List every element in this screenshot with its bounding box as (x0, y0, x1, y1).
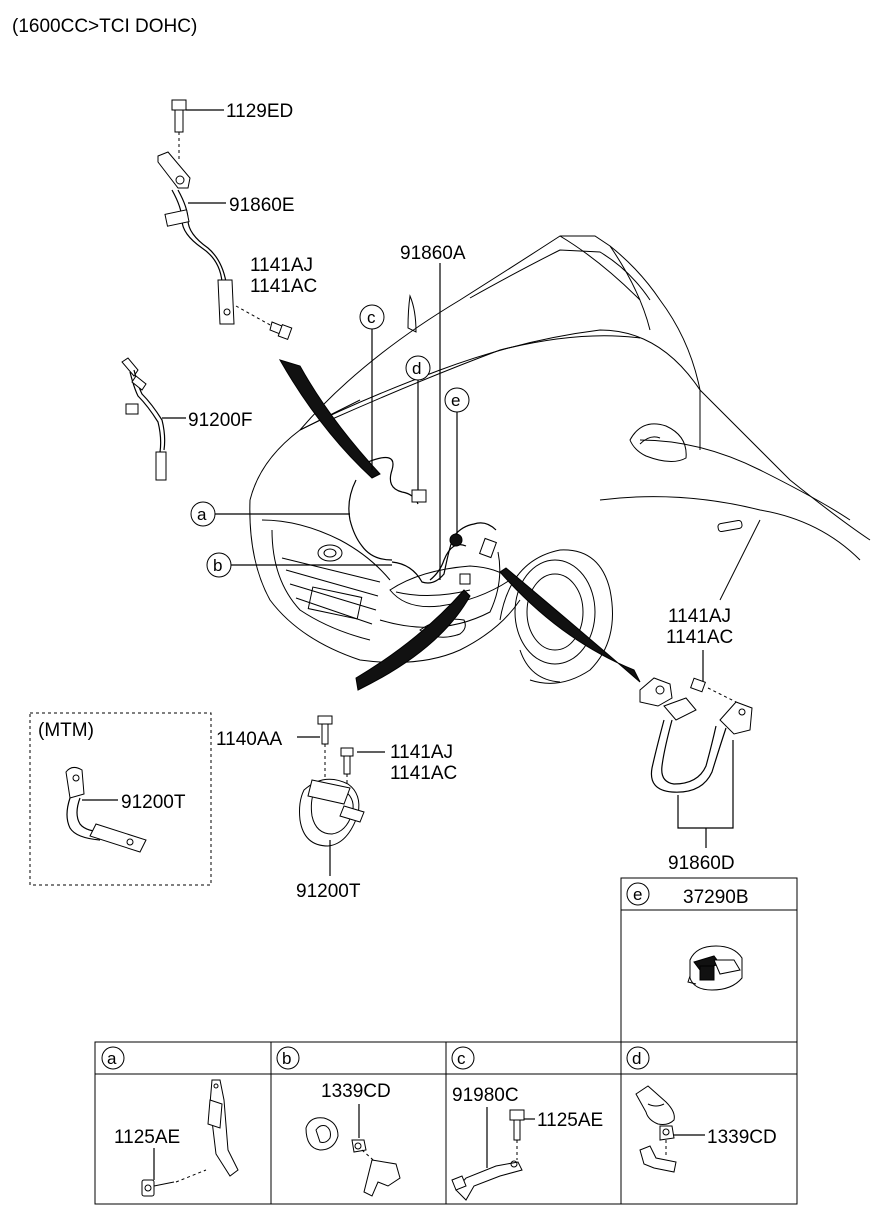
bracket-a-illustration (141, 1079, 239, 1197)
detail-d-part-1339CD: 1339CD (707, 1127, 777, 1148)
callout-1141AC-right: 1141AC (666, 627, 733, 648)
detail-table (94, 1041, 798, 1205)
cable-91860d-illustration (639, 677, 753, 793)
detail-d-circle (626, 1046, 650, 1070)
mtm-title: (MTM) (38, 720, 94, 741)
callout-1141AJ-right: 1141AJ (668, 606, 731, 627)
cable-91200t-mtm-illustration (65, 766, 147, 853)
callout-91200T: 91200T (296, 881, 361, 902)
callout-91860A: 91860A (400, 243, 466, 264)
circle-e-marker (444, 387, 470, 413)
detail-c-part-1125AE: 1125AE (537, 1110, 603, 1131)
detail-c-letter: c (457, 1049, 466, 1068)
cable-91200f-illustration (121, 357, 167, 481)
callout-1140AA: 1140AA (216, 729, 283, 750)
callout-1129ED: 1129ED (226, 101, 293, 122)
circle-c-marker (359, 304, 385, 330)
callout-91200F: 91200F (188, 410, 252, 431)
detail-c-circle (451, 1046, 475, 1070)
clamp-91200t-illustration (299, 715, 365, 847)
callout-1141AJ-top: 1141AJ (250, 255, 313, 276)
circle-a-label: a (197, 505, 207, 524)
callout-91860E: 91860E (229, 195, 295, 216)
circle-c-label: c (367, 308, 376, 327)
car-front-illustration (249, 235, 871, 691)
detail-c-part-91980C: 91980C (452, 1085, 519, 1106)
callout-1141AC-top: 1141AC (250, 276, 317, 297)
detail-b-letter: b (282, 1049, 291, 1068)
connector-37290b-illustration (687, 945, 743, 991)
callout-1141AJ-mid: 1141AJ (390, 742, 453, 763)
detail-e-letter: e (633, 885, 642, 904)
detail-d-letter: d (632, 1049, 641, 1068)
engine-note: (1600CC>TCI DOHC) (12, 16, 197, 37)
detail-a-part-1125AE: 1125AE (114, 1127, 180, 1148)
boot-d-illustration (635, 1085, 677, 1173)
bracket-c-illustration (451, 1109, 525, 1201)
circle-a-marker (190, 501, 216, 527)
detail-b-part-1339CD: 1339CD (321, 1081, 391, 1102)
cable-91860e-illustration (157, 99, 293, 340)
clip-b-illustration (305, 1117, 401, 1197)
detail-b-circle (276, 1046, 300, 1070)
circle-b-marker (206, 552, 232, 578)
detail-e-circle (626, 882, 650, 906)
callout-1141AC-mid: 1141AC (390, 763, 457, 784)
circle-d-marker (405, 355, 431, 381)
circle-b-label: b (213, 556, 222, 575)
detail-a-letter: a (107, 1049, 117, 1068)
detail-e-part: 37290B (683, 887, 749, 908)
circle-e-label: e (451, 391, 460, 410)
detail-a-circle (101, 1046, 125, 1070)
circle-d-label: d (412, 359, 421, 378)
callout-91200T-mtm: 91200T (121, 792, 186, 813)
mtm-box (29, 712, 212, 886)
callout-91860D: 91860D (668, 853, 735, 874)
